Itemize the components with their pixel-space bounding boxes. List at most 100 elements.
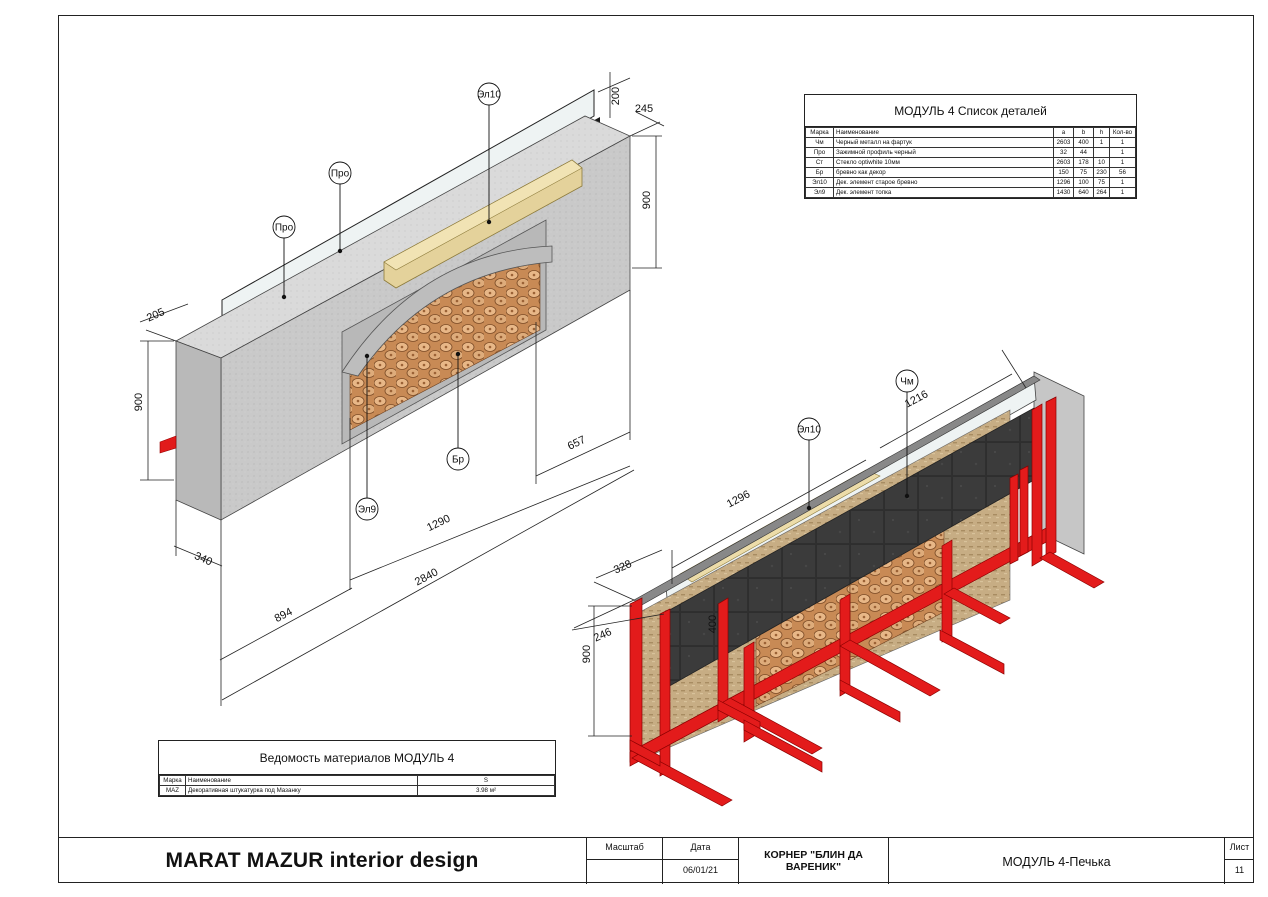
table-row: MAZ Декоративная штукатурка под Мазанку … — [159, 785, 555, 796]
dim-1290: 1290 — [425, 513, 452, 535]
cell-name: Черный металл на фартук — [833, 137, 1054, 148]
scale-cell: Масштаб — [586, 838, 662, 884]
parts-header-h: h — [1093, 127, 1110, 138]
scale-label: Масштаб — [605, 842, 644, 852]
dim-894: 894 — [273, 606, 295, 625]
cell-mark: Ст — [805, 157, 834, 168]
parts-table-title: МОДУЛЬ 4 Список деталей — [805, 95, 1136, 127]
cell-qty: 56 — [1109, 167, 1136, 178]
parts-table-header: Марка Наименование a b h Кол-во — [805, 127, 1136, 138]
dim-1296: 1296 — [725, 488, 752, 510]
parts-header-qty: Кол-во — [1109, 127, 1136, 138]
dim-657: 657 — [566, 434, 588, 453]
cell-a: 2603 — [1053, 137, 1074, 148]
parts-header-mark: Марка — [805, 127, 834, 138]
materials-table-header: Марка Наименование S — [159, 775, 555, 786]
dim-2840: 2840 — [413, 566, 440, 588]
date-cell: Дата 06/01/21 — [662, 838, 738, 884]
parts-header-a: a — [1053, 127, 1074, 138]
cell-b: 178 — [1073, 157, 1094, 168]
cell-name: Зажимной профиль черный — [833, 147, 1054, 158]
parts-header-name: Наименование — [833, 127, 1054, 138]
cell-b: 400 — [1073, 137, 1094, 148]
project-name: КОРНЕР "БЛИН ДА ВАРЕНИК" — [764, 849, 863, 873]
cell-h: 230 — [1093, 167, 1110, 178]
date-value: 06/01/21 — [682, 865, 719, 875]
table-row: Чм Черный металл на фартук 2603 400 1 1 — [805, 137, 1136, 148]
red-frame-stub — [159, 435, 177, 454]
cell-a: 150 — [1053, 167, 1074, 178]
cell-name: Стекло optiwhite 10мм — [833, 157, 1054, 168]
cell-h: 1 — [1093, 137, 1110, 148]
sheet-label: Лист — [1229, 842, 1250, 852]
table-row: Ст Стекло optiwhite 10мм 2603 178 10 1 — [805, 157, 1136, 168]
cell-mark: Про — [805, 147, 834, 158]
dim-200: 200 — [610, 87, 622, 105]
materials-header-area: S — [417, 775, 555, 786]
materials-header-mark: Марка — [159, 775, 186, 786]
cell-a: 32 — [1053, 147, 1074, 158]
callout-el10-right: Эл10 — [797, 425, 821, 436]
wall-side-face — [175, 340, 222, 521]
parts-header-b: b — [1073, 127, 1094, 138]
cell-qty: 1 — [1109, 177, 1136, 188]
cell-qty: 1 — [1109, 187, 1136, 198]
cell-area: 3.98 м² — [417, 785, 555, 796]
cell-mark: Эл9 — [805, 187, 834, 198]
sheet-frame — [58, 15, 1254, 883]
materials-table-title: Ведомость материалов МОДУЛЬ 4 — [159, 741, 555, 775]
cell-b: 100 — [1073, 177, 1094, 188]
sheet-number: 11 — [1234, 865, 1245, 875]
materials-header-name: Наименование — [185, 775, 418, 786]
cell-mark: Бр — [805, 167, 834, 178]
parts-table: МОДУЛЬ 4 Список деталей Марка Наименован… — [804, 94, 1137, 199]
sheet-name-cell: МОДУЛЬ 4-Печька — [888, 838, 1224, 884]
red-steel-frame — [629, 396, 1105, 807]
table-row: Эл10 Дек. элемент старое бревно 1296 100… — [805, 177, 1136, 188]
dim-245: 245 — [635, 103, 653, 115]
dim-246: 246 — [592, 626, 614, 644]
cell-name: бревно как декор — [833, 167, 1054, 178]
cell-b: 44 — [1073, 147, 1094, 158]
cell-h: 75 — [1093, 177, 1110, 188]
table-row: Бр бревно как декор 150 75 230 56 — [805, 167, 1136, 178]
cell-h: 264 — [1093, 187, 1110, 198]
project-cell: КОРНЕР "БЛИН ДА ВАРЕНИК" — [738, 838, 888, 884]
callout-pro-lower: Про — [275, 223, 294, 234]
cell-name: Декоративная штукатурка под Мазанку — [185, 785, 418, 796]
callout-pro-upper: Про — [331, 169, 350, 180]
title-block: MARAT MAZUR interior design Масштаб Дата… — [58, 837, 1254, 884]
cell-qty: 1 — [1109, 137, 1136, 148]
cell-a: 2603 — [1053, 157, 1074, 168]
cell-mark: Эл10 — [805, 177, 834, 188]
cell-a: 1430 — [1053, 187, 1074, 198]
cell-qty: 1 — [1109, 147, 1136, 158]
dim-328: 328 — [612, 558, 634, 576]
callout-br: Бр — [452, 455, 465, 466]
callout-chm: Чм — [900, 377, 914, 388]
date-label: Дата — [690, 842, 711, 852]
cell-mark: MAZ — [159, 785, 186, 796]
left-isometric-view: Эл10 Про Про Эл9 Бр — [133, 72, 665, 706]
table-row: Про Зажимной профиль черный 32 44 1 — [805, 147, 1136, 158]
cell-b: 75 — [1073, 167, 1094, 178]
right-isometric-view: Чм Эл10 1216 1296 328 246 9 — [571, 349, 1105, 807]
cell-qty: 1 — [1109, 157, 1136, 168]
table-row: Эл9 Дек. элемент топка 1430 640 264 1 — [805, 187, 1136, 198]
dim-900-right: 900 — [641, 191, 653, 209]
dim-900-back: 900 — [581, 645, 593, 663]
firebox-arch — [341, 245, 553, 377]
callout-el9: Эл9 — [358, 505, 377, 516]
sheet-number-cell: Лист 11 — [1224, 838, 1254, 884]
dim-340: 340 — [192, 550, 214, 568]
dim-205: 205 — [145, 306, 167, 324]
sheet-name: МОДУЛЬ 4-Печька — [1002, 855, 1111, 869]
cell-b: 640 — [1073, 187, 1094, 198]
cell-a: 1296 — [1053, 177, 1074, 188]
cell-name: Дек. элемент старое бревно — [833, 177, 1054, 188]
cell-h — [1093, 147, 1110, 158]
cell-mark: Чм — [805, 137, 834, 148]
cell-name: Дек. элемент топка — [833, 187, 1054, 198]
